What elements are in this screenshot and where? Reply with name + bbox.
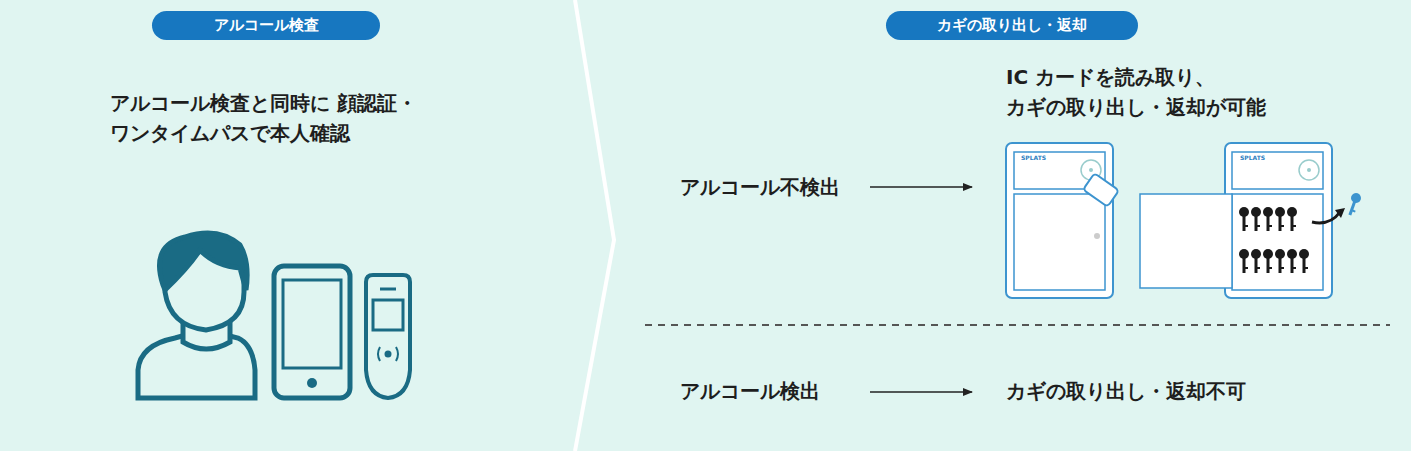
arrow bbox=[870, 186, 972, 188]
description-text: アルコール検査と同時に 顔認証・ワンタイムパスで本人確認 bbox=[110, 88, 490, 148]
result-text: カギの取り出し・返却不可 bbox=[1006, 376, 1246, 406]
header-pill: アルコール検査 bbox=[152, 11, 380, 40]
arrow bbox=[870, 391, 972, 393]
dashed-separator bbox=[645, 324, 1390, 326]
brand-label: SPLATS bbox=[1240, 154, 1265, 161]
divider bbox=[575, 0, 614, 451]
header-text: アルコール検査 bbox=[214, 16, 319, 35]
condition-text: アルコール検出 bbox=[680, 376, 820, 406]
key-locker-closed bbox=[1006, 143, 1119, 298]
smartphone-icon bbox=[274, 266, 350, 398]
key-locker-open bbox=[1140, 143, 1362, 298]
description-text: IC カードを読み取り、 カギの取り出し・返却が可能 bbox=[1006, 62, 1336, 122]
brand-label: SPLATS bbox=[1021, 154, 1046, 161]
header-pill: カギの取り出し・返却 bbox=[886, 11, 1138, 40]
alcohol-checker-icon bbox=[366, 275, 410, 398]
header-text: カギの取り出し・返却 bbox=[937, 16, 1087, 35]
person-icon bbox=[138, 233, 255, 398]
condition-text: アルコール不検出 bbox=[680, 172, 840, 202]
